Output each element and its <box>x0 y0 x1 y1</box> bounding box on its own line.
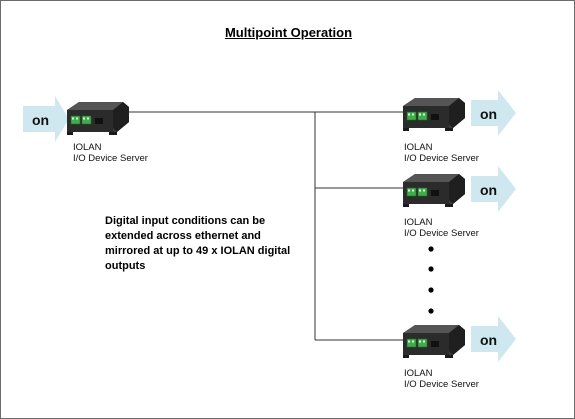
output-arrow-3: on <box>471 316 516 362</box>
input-arrow-label: on <box>32 112 49 128</box>
device-name: IOLAN <box>404 142 433 153</box>
input-arrow: on <box>23 96 69 142</box>
device-label-input: IOLAN I/O Device Server <box>73 142 148 164</box>
device-caption: I/O Device Server <box>404 379 479 390</box>
iolan-device-output-2 <box>402 173 466 208</box>
output-arrow-1: on <box>471 90 516 136</box>
output-arrow-2: on <box>471 166 516 212</box>
iolan-device-output-1 <box>402 97 466 132</box>
output-arrow-1-label: on <box>480 106 497 122</box>
output-arrow-3-label: on <box>480 332 497 348</box>
iolan-device-output-3 <box>402 324 466 359</box>
iolan-device-input <box>66 101 130 136</box>
device-label-output-2: IOLAN I/O Device Server <box>404 217 479 239</box>
device-name: IOLAN <box>404 217 433 228</box>
device-label-output-3: IOLAN I/O Device Server <box>404 368 479 390</box>
device-caption: I/O Device Server <box>404 228 479 239</box>
device-label-output-1: IOLAN I/O Device Server <box>404 142 479 164</box>
device-caption: I/O Device Server <box>404 153 479 164</box>
output-arrow-2-label: on <box>480 182 497 198</box>
device-name: IOLAN <box>404 368 433 379</box>
description-text: Digital input conditions can be extended… <box>105 215 291 272</box>
network-lines <box>128 111 404 341</box>
device-name: IOLAN <box>73 142 102 153</box>
diagram-title: Multipoint Operation <box>224 25 353 40</box>
device-caption: I/O Device Server <box>73 153 148 164</box>
ellipsis-dots <box>428 246 434 314</box>
